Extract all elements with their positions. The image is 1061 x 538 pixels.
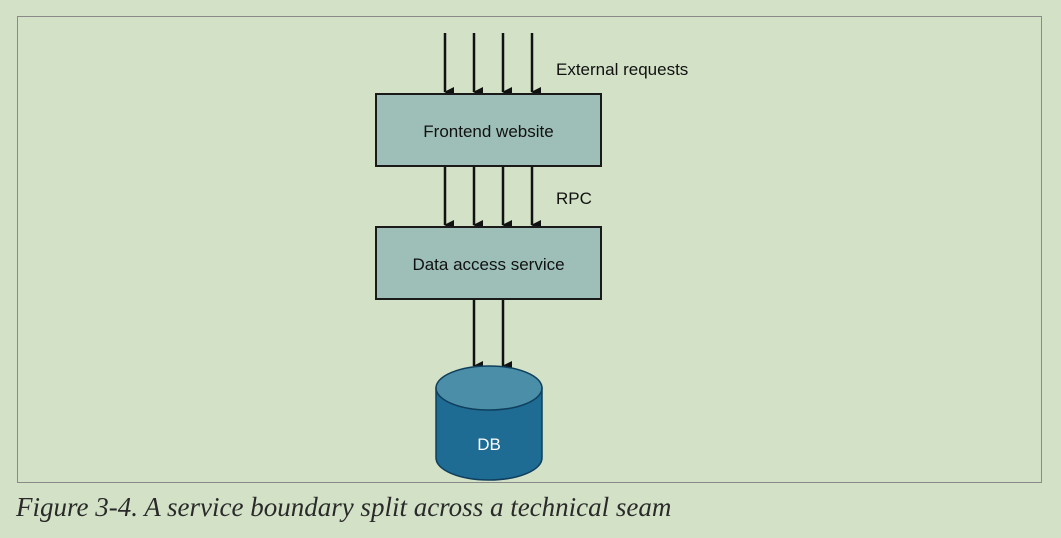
database-arrows bbox=[472, 300, 512, 371]
external-request-arrows bbox=[443, 33, 541, 97]
rpc-arrows bbox=[443, 167, 541, 230]
database-cylinder-icon: DB bbox=[435, 365, 543, 481]
frontend-website-node: Frontend website bbox=[375, 93, 602, 167]
figure-frame bbox=[17, 16, 1042, 483]
rpc-label: RPC bbox=[556, 189, 592, 208]
data-access-service-box bbox=[375, 226, 602, 300]
external-requests-label: External requests bbox=[556, 60, 688, 79]
frontend-website-label: Frontend website bbox=[423, 122, 553, 141]
figure-caption: Figure 3-4. A service boundary split acr… bbox=[16, 492, 672, 522]
database-label: DB bbox=[477, 435, 501, 454]
data-access-service-node: Data access service bbox=[375, 226, 602, 300]
frontend-website-box bbox=[375, 93, 602, 167]
data-access-service-label: Data access service bbox=[412, 255, 564, 274]
